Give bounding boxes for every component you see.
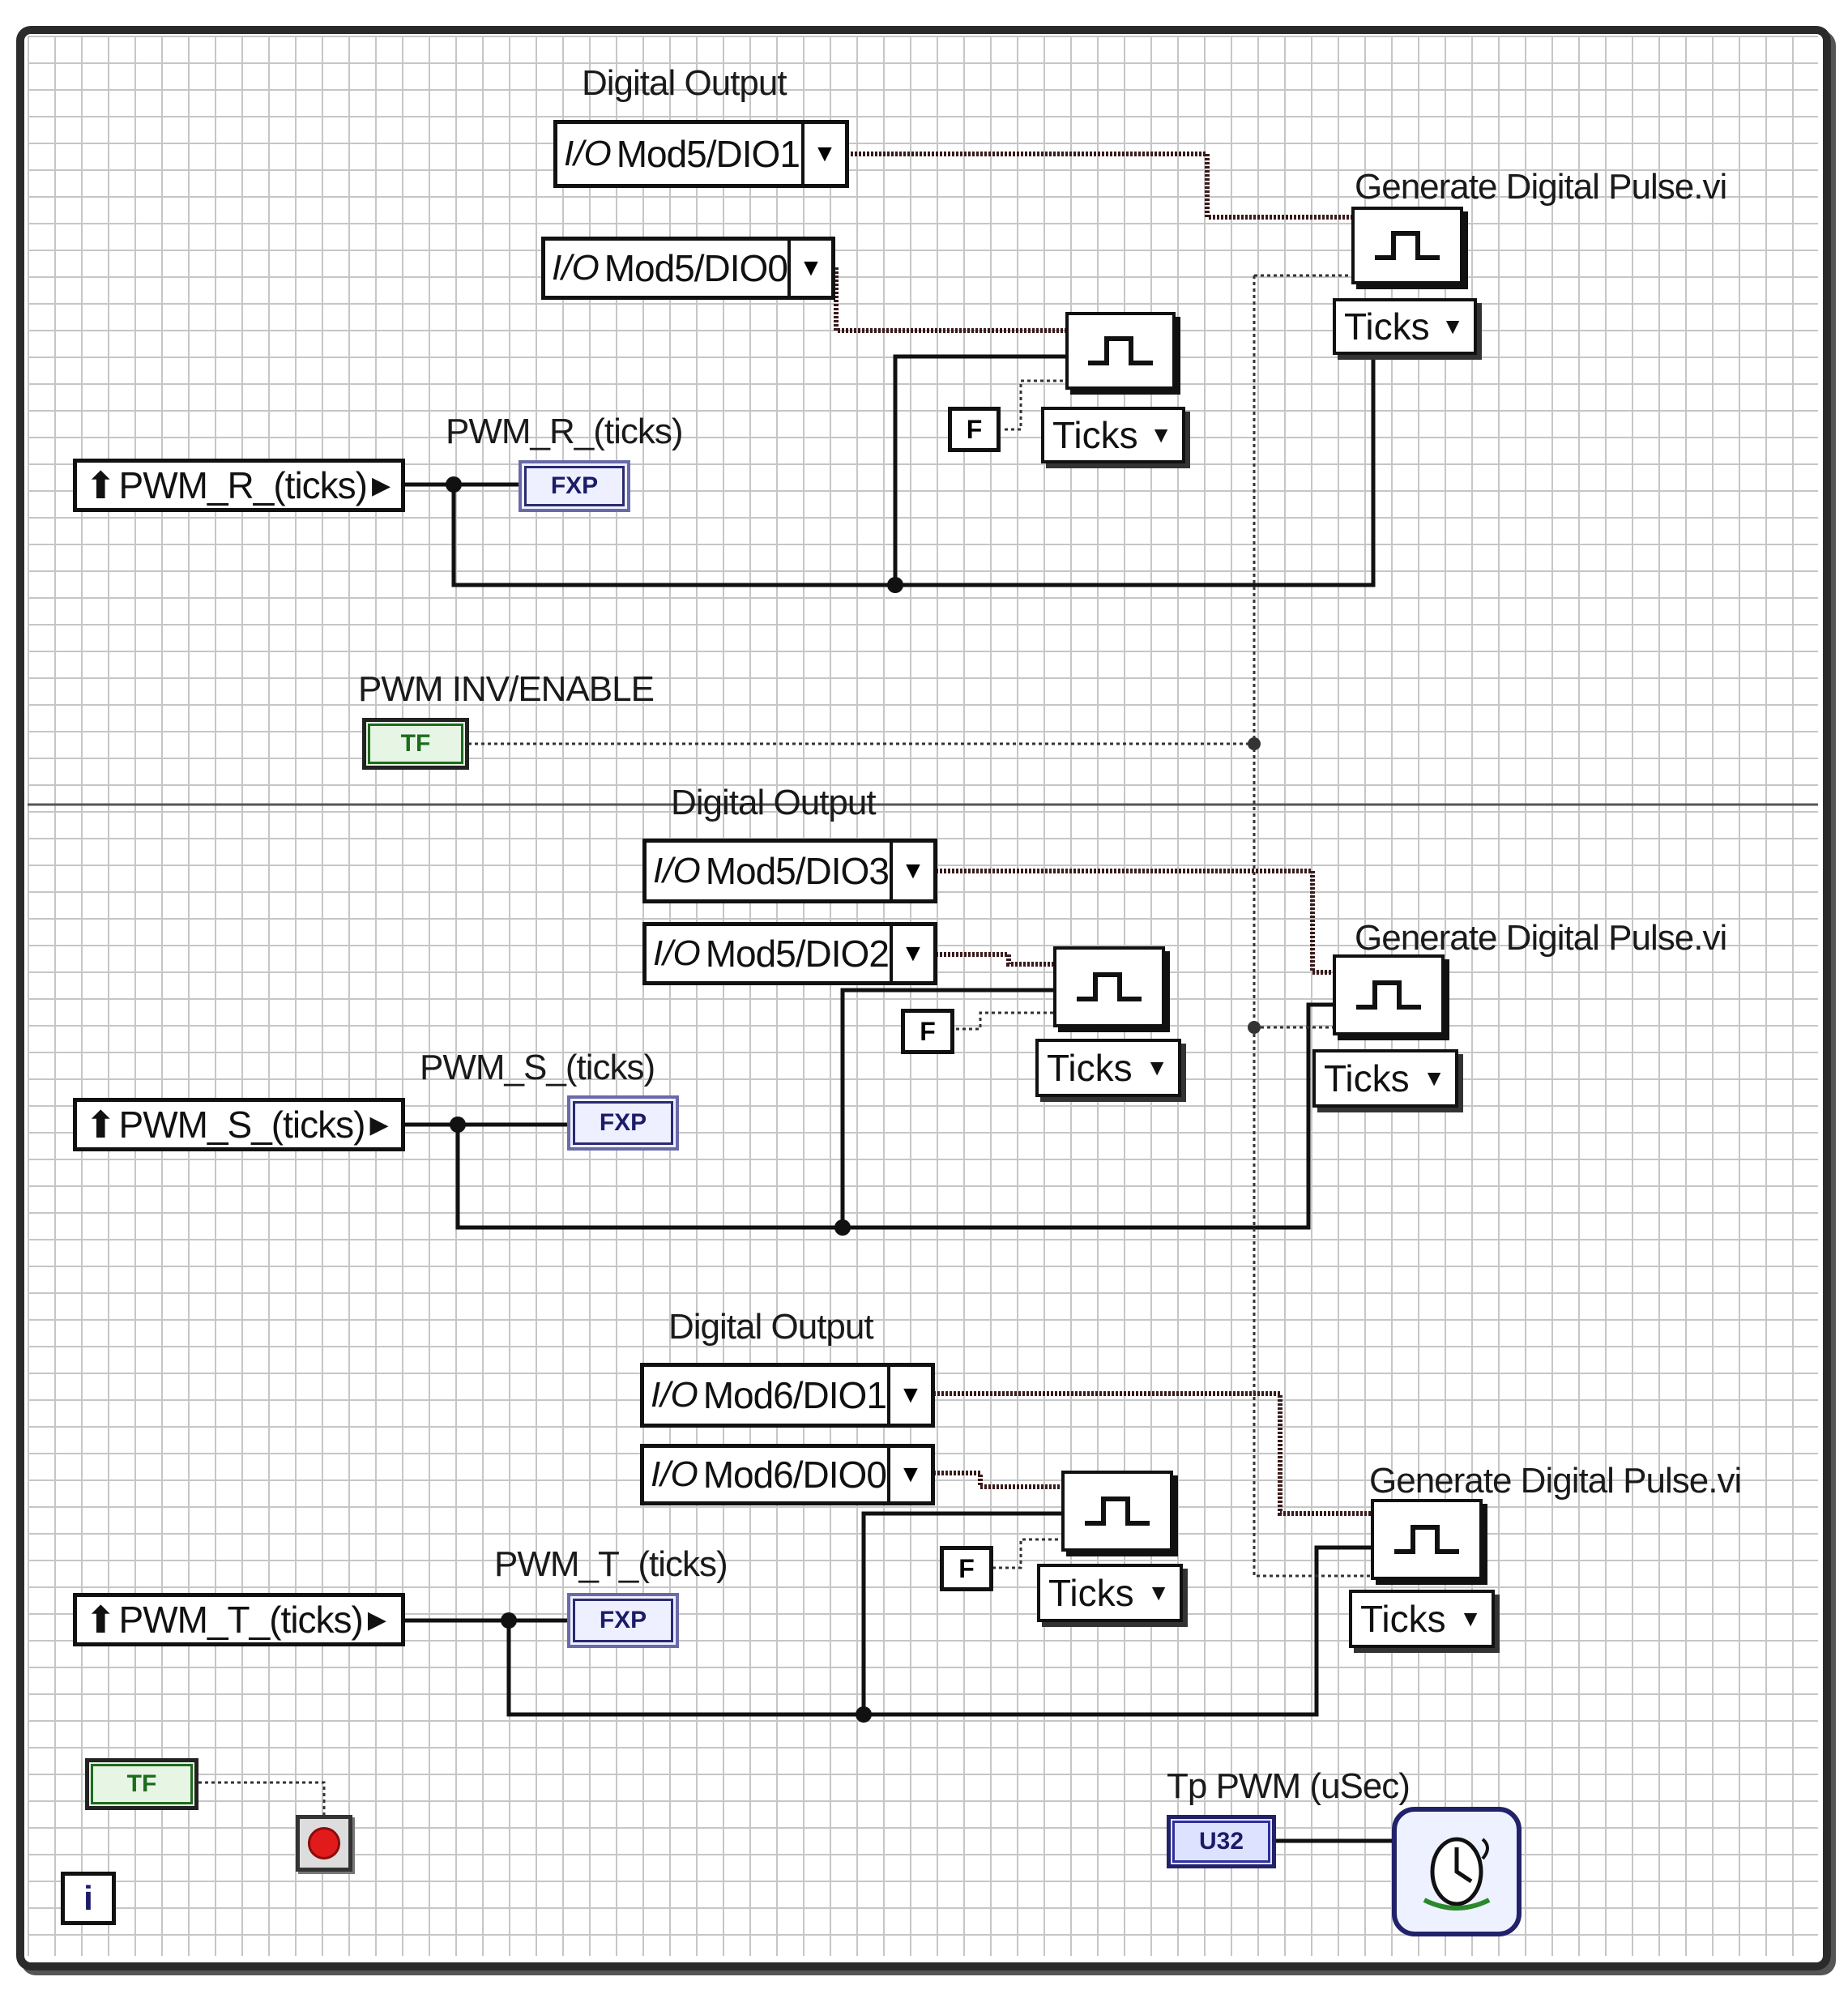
- dio-control-mod5-dio0[interactable]: I/O Mod5/DIO0 ▼: [541, 237, 835, 300]
- ticks-select-5[interactable]: Ticks▼: [1349, 1590, 1495, 1648]
- stop-icon[interactable]: [296, 1815, 352, 1872]
- generate-pulse-vi-3[interactable]: [1333, 954, 1445, 1035]
- loop-iteration-terminal: i: [61, 1872, 116, 1925]
- dropdown-arrow-icon[interactable]: ▼: [787, 241, 831, 296]
- false-constant-2[interactable]: F: [901, 1009, 954, 1054]
- dropdown-arrow-icon: ▼: [1146, 1055, 1168, 1080]
- pulse-icon: [1085, 1497, 1150, 1526]
- pulse-icon: [1088, 336, 1153, 365]
- junction-s2: [834, 1219, 851, 1236]
- wire-pwm-s: [405, 988, 1333, 1230]
- wire-mod5-dio0: [834, 267, 1065, 333]
- pwm-s-source[interactable]: ⬆PWM_S_(ticks)▶: [73, 1098, 405, 1151]
- io-name-icon: I/O: [653, 933, 701, 973]
- generate-pulse-vi-4[interactable]: [1053, 946, 1165, 1027]
- tp-pwm-control[interactable]: U32: [1167, 1815, 1276, 1868]
- dio-control-mod6-dio1[interactable]: I/O Mod6/DIO1 ▼: [640, 1363, 935, 1428]
- pwm-inv-enable-control[interactable]: TF: [362, 718, 469, 770]
- tp-pwm-label: Tp PWM (uSec): [1167, 1766, 1411, 1806]
- digital-output-label-3: Digital Output: [668, 1307, 874, 1347]
- dropdown-arrow-icon[interactable]: ▼: [801, 124, 845, 184]
- io-name-icon: I/O: [651, 1454, 698, 1494]
- digital-output-label-2: Digital Output: [671, 783, 877, 822]
- false-constant-3[interactable]: F: [940, 1546, 993, 1591]
- generate-pulse-vi-6[interactable]: [1061, 1471, 1173, 1552]
- generate-pulse-label-3: Generate Digital Pulse.vi: [1369, 1461, 1742, 1501]
- junction-t: [501, 1612, 517, 1629]
- junction-t2: [856, 1706, 872, 1723]
- dropdown-arrow-icon[interactable]: ▼: [887, 1367, 931, 1424]
- dio-control-mod5-dio1[interactable]: I/O Mod5/DIO1 ▼: [553, 120, 849, 188]
- io-name-icon: I/O: [651, 1375, 698, 1415]
- pwm-t-fxp-indicator[interactable]: FXP: [567, 1593, 679, 1648]
- pulse-icon: [1394, 1525, 1459, 1554]
- dropdown-arrow-icon: ▼: [1459, 1606, 1482, 1631]
- pulse-icon: [1356, 980, 1421, 1010]
- pwm-r-source[interactable]: ⬆PWM_R_(ticks)▶: [73, 459, 405, 512]
- dropdown-arrow-icon: ▼: [1441, 314, 1464, 339]
- junction-s: [450, 1117, 466, 1133]
- generate-pulse-vi-1[interactable]: [1351, 207, 1463, 284]
- junction-r2: [887, 577, 903, 593]
- pulse-icon: [1077, 972, 1142, 1001]
- pwm-t-source[interactable]: ⬆PWM_T_(ticks)▶: [73, 1593, 405, 1646]
- io-name-icon: I/O: [552, 248, 600, 288]
- while-loop-frame[interactable]: [16, 26, 1831, 1970]
- ticks-select-1[interactable]: Ticks▼: [1333, 298, 1477, 355]
- ticks-select-3[interactable]: Ticks▼: [1312, 1049, 1458, 1108]
- wire-false-1: [1005, 379, 1065, 431]
- pwm-s-indicator-label: PWM_S_(ticks): [420, 1048, 655, 1087]
- generate-pulse-label-2: Generate Digital Pulse.vi: [1355, 918, 1727, 958]
- dropdown-arrow-icon[interactable]: ▼: [890, 843, 933, 899]
- dio-control-mod5-dio3[interactable]: I/O Mod5/DIO3 ▼: [642, 839, 937, 903]
- io-name-icon: I/O: [653, 851, 701, 890]
- ticks-select-6[interactable]: Ticks▼: [1037, 1564, 1183, 1622]
- read-arrow-icon: ⬆: [85, 1104, 117, 1146]
- dropdown-arrow-icon[interactable]: ▼: [890, 926, 933, 981]
- pwm-s-fxp-indicator[interactable]: FXP: [567, 1095, 679, 1151]
- digital-output-label-1: Digital Output: [582, 63, 787, 103]
- wire-mod6-dio0: [933, 1471, 1061, 1489]
- pwm-r-fxp-indicator[interactable]: FXP: [519, 460, 630, 512]
- read-arrow-icon: ⬆: [85, 1599, 117, 1641]
- dropdown-arrow-icon: ▼: [1423, 1065, 1445, 1091]
- false-constant-1[interactable]: F: [948, 407, 1001, 452]
- read-arrow-icon: ⬆: [85, 464, 117, 506]
- wire-mod5-dio1: [847, 152, 1351, 220]
- wire-mod5-dio2: [936, 952, 1053, 967]
- wire-stop: [198, 1781, 326, 1819]
- timed-loop-icon[interactable]: [1392, 1807, 1522, 1936]
- generate-pulse-label-1: Generate Digital Pulse.vi: [1355, 167, 1727, 207]
- generate-pulse-vi-2[interactable]: [1065, 312, 1176, 390]
- pulse-icon: [1375, 231, 1440, 260]
- pwm-inv-enable-label: PWM INV/ENABLE: [358, 669, 655, 709]
- ticks-select-4[interactable]: Ticks▼: [1035, 1039, 1181, 1097]
- wire-mod5-dio3: [936, 869, 1333, 975]
- stop-bool-control[interactable]: TF: [85, 1758, 198, 1810]
- pwm-t-indicator-label: PWM_T_(ticks): [494, 1544, 728, 1584]
- generate-pulse-vi-5[interactable]: [1371, 1499, 1483, 1580]
- wire-false-2: [956, 1011, 1053, 1031]
- wire-false-3: [992, 1538, 1061, 1569]
- io-name-icon: I/O: [564, 134, 612, 173]
- wire-pwm-t: [405, 1511, 1371, 1717]
- junction-r: [446, 476, 462, 493]
- ticks-select-2[interactable]: Ticks▼: [1041, 407, 1185, 463]
- dropdown-arrow-icon[interactable]: ▼: [887, 1448, 931, 1501]
- wire-mod6-dio1: [933, 1391, 1371, 1516]
- wire-pwm-r: [405, 324, 1376, 587]
- dropdown-arrow-icon: ▼: [1150, 422, 1172, 447]
- dio-control-mod6-dio0[interactable]: I/O Mod6/DIO0 ▼: [640, 1444, 935, 1505]
- pwm-r-indicator-label: PWM_R_(ticks): [446, 412, 684, 451]
- dropdown-arrow-icon: ▼: [1147, 1580, 1170, 1605]
- dio-control-mod5-dio2[interactable]: I/O Mod5/DIO2 ▼: [642, 922, 937, 985]
